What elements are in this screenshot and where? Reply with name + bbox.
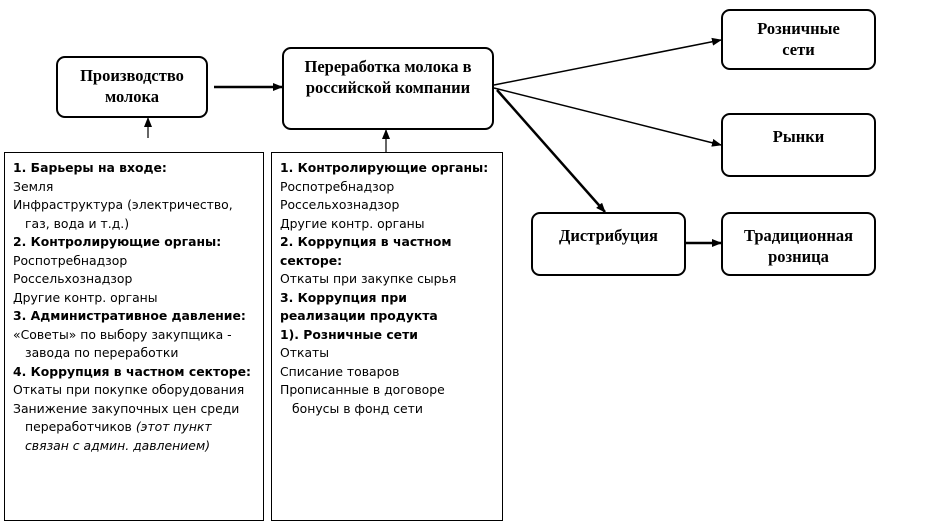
- node-milk-processing-label: Переработка молока в российской компании: [304, 57, 472, 97]
- panel-processing-factors: 1. Контролирующие органы: Роспотребнадзо…: [271, 152, 503, 521]
- panel-left-heading-2: 2. Контролирующие органы:: [13, 234, 222, 249]
- panel-right-heading-2-cont: секторе:: [280, 252, 343, 268]
- panel-left-line: Земля: [13, 178, 54, 194]
- node-milk-production-label: Производство молока: [80, 66, 184, 106]
- arrow-processing-to-distribution: [496, 89, 606, 213]
- panel-right-heading-1: 1. Контролирующие органы:: [280, 160, 489, 175]
- panel-right-line: Другие контр. органы: [280, 215, 425, 231]
- panel-left-line: переработчиков (этот пункт: [13, 418, 257, 437]
- panel-left-heading-1: 1. Барьеры на входе:: [13, 160, 167, 175]
- node-markets-label: Рынки: [772, 127, 825, 146]
- panel-right-heading-3-cont: реализации продукта: [280, 308, 438, 323]
- node-traditional-retail-label: Традиционная розница: [743, 226, 854, 266]
- panel-left-heading-3: 3. Административное давление:: [13, 308, 246, 323]
- panel-left-heading-4: 4. Коррупция в частном секторе:: [13, 363, 251, 379]
- panel-left-note: (этот пункт: [135, 419, 212, 434]
- arrow-processing-to-retail-chains: [493, 37, 722, 86]
- panel-right-line: Откаты: [280, 345, 330, 360]
- panel-right-heading-3: 3. Коррупция при: [280, 289, 407, 305]
- node-distribution: Дистрибуция: [531, 212, 686, 276]
- panel-right-line: бонусы в фонд сети: [292, 400, 423, 416]
- panel-left-line: газ, вода и т.д.): [25, 215, 130, 231]
- panel-left-line: Инфраструктура (электричество,: [13, 197, 233, 212]
- panel-production-factors: 1. Барьеры на входе: Земля Инфраструктур…: [4, 152, 264, 521]
- node-retail-chains: Розничные сети: [721, 9, 876, 70]
- node-retail-chains-label: Розничные сети: [757, 19, 840, 59]
- panel-left-line: Откаты при покупке оборудования: [13, 382, 245, 397]
- arrow-processing-to-markets: [493, 87, 722, 147]
- panel-left-line: Занижение закупочных цен среди: [13, 400, 240, 416]
- panel-left-line: завода по переработки: [25, 345, 179, 360]
- node-traditional-retail: Традиционная розница: [721, 212, 876, 276]
- panel-left-text: переработчиков: [25, 419, 132, 434]
- panel-left-line: Другие контр. органы: [13, 289, 158, 305]
- node-distribution-label: Дистрибуция: [559, 226, 658, 245]
- panel-right-line: Откаты при закупке сырья: [280, 271, 457, 286]
- panel-right-heading-2: 2. Коррупция в частном: [280, 234, 452, 249]
- node-milk-processing: Переработка молока в российской компании: [282, 47, 494, 130]
- panel-left-line: Россельхознадзор: [13, 271, 133, 286]
- panel-left-note: связан с админ. давлением): [25, 437, 211, 453]
- panel-right-line: Прописанные в договоре: [280, 382, 445, 397]
- panel-left-line: «Советы» по выбору закупщика -: [13, 326, 232, 342]
- panel-right-line: Списание товаров: [280, 363, 400, 379]
- node-markets: Рынки: [721, 113, 876, 177]
- panel-left-line: Роспотребнадзор: [13, 252, 128, 268]
- node-milk-production: Производство молока: [56, 56, 208, 118]
- panel-right-subheading: 1). Розничные сети: [280, 326, 418, 342]
- panel-right-line: Россельхознадзор: [280, 197, 400, 212]
- panel-right-line: Роспотребнадзор: [280, 178, 395, 194]
